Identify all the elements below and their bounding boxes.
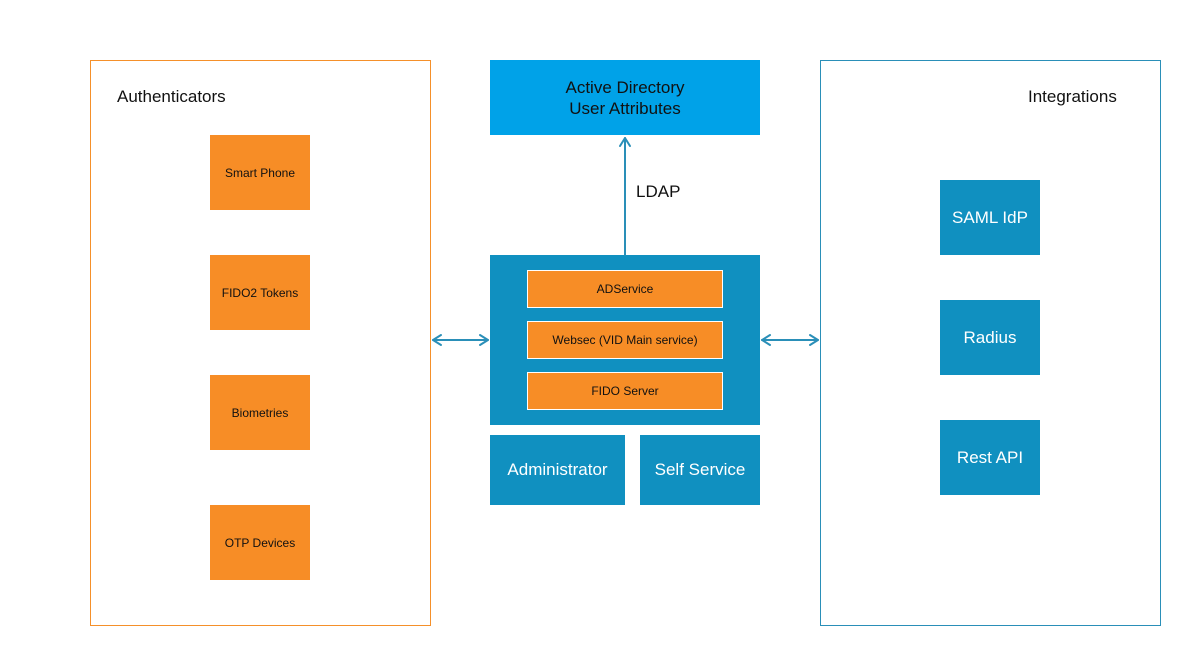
integration-radius: Radius (940, 300, 1040, 375)
active-directory-box: Active Directory User Attributes (490, 60, 760, 135)
administrator-box: Administrator (490, 435, 625, 505)
active-directory-line2: User Attributes (569, 98, 681, 118)
integration-arrowhead-right (809, 334, 819, 346)
authenticators-title: Authenticators (117, 87, 226, 106)
ldap-arrowhead (619, 137, 631, 147)
self-service-box: Self Service (640, 435, 760, 505)
service-adservice: ADService (527, 270, 723, 308)
authenticator-otp-devices: OTP Devices (210, 505, 310, 580)
active-directory-line1: Active Directory (565, 77, 685, 97)
integration-arrowhead-left (761, 334, 771, 346)
auth-arrowhead-right (479, 334, 489, 346)
authenticator-biometries: Biometries (210, 375, 310, 450)
authenticator-fido2-tokens: FIDO2 Tokens (210, 255, 310, 330)
service-fido-server: FIDO Server (527, 372, 723, 410)
auth-arrowhead-left (432, 334, 442, 346)
integrations-title: Integrations (1028, 87, 1117, 106)
integration-rest-api: Rest API (940, 420, 1040, 495)
authenticator-smart-phone: Smart Phone (210, 135, 310, 210)
ldap-label: LDAP (636, 182, 681, 201)
service-websec: Websec (VID Main service) (527, 321, 723, 359)
integration-saml-idp: SAML IdP (940, 180, 1040, 255)
